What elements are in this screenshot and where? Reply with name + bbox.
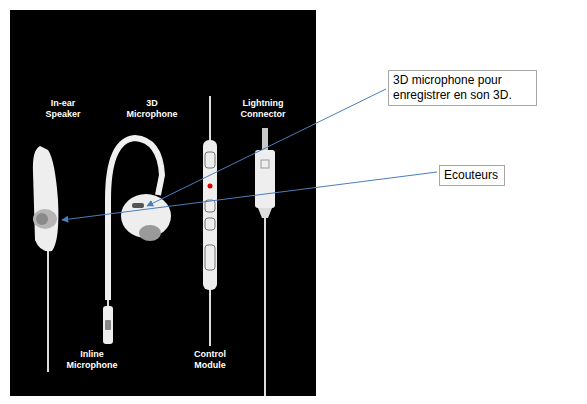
- part-label: Lightning Connector: [235, 98, 291, 120]
- 3d-microphone-earhook: [103, 138, 171, 344]
- part-label: 3D Microphone: [124, 98, 180, 120]
- callout-box: Ecouteurs: [439, 165, 505, 186]
- leader-line: [147, 89, 386, 206]
- callout-box: 3D microphone pour enregistrer en son 3D…: [388, 70, 537, 106]
- callout-text: 3D microphone pour enregistrer en son 3D…: [393, 73, 532, 103]
- leader-line: [62, 172, 437, 220]
- callout-text: Ecouteurs: [444, 168, 500, 183]
- lightning-connector: [255, 128, 275, 396]
- part-label: Control Module: [182, 349, 238, 371]
- part-label: In-ear Speaker: [35, 98, 91, 120]
- control-module: [203, 96, 217, 346]
- photo-panel: [10, 10, 316, 396]
- part-label: Inline Microphone: [64, 349, 120, 371]
- in-ear-speaker: [33, 146, 59, 372]
